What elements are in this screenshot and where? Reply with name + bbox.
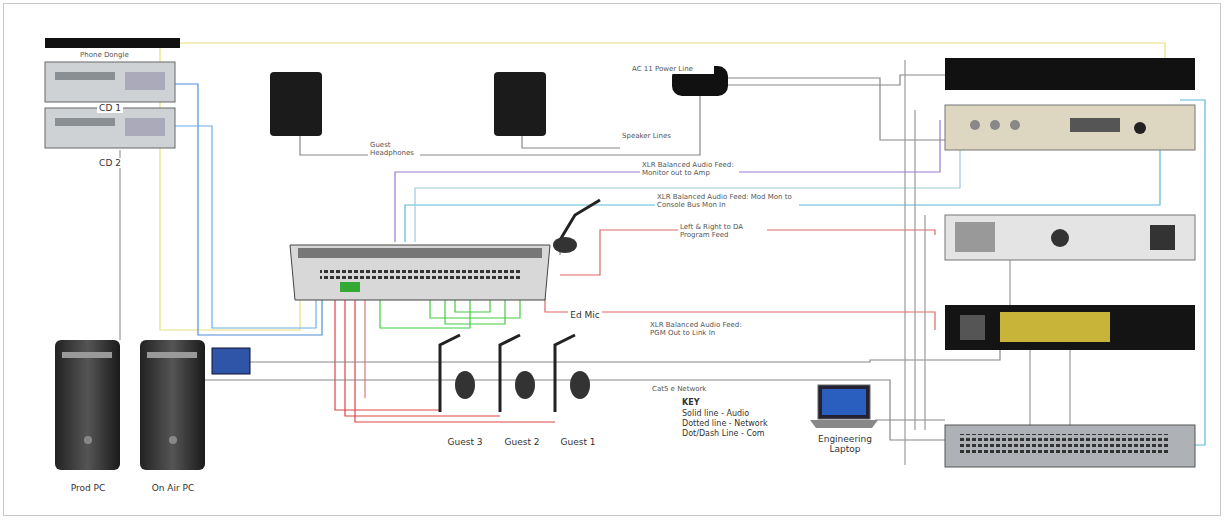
device-name: Guest 1	[558, 437, 597, 447]
annotation: Cat5 e Network	[650, 384, 714, 394]
device-label-node: CD 1	[97, 96, 123, 115]
device-name: CD 1	[97, 103, 123, 113]
key-text: Dot/Dash Line - Com	[680, 429, 767, 439]
annotation: XLR Balanced Audio Feed: PGM Out to Link…	[648, 320, 752, 338]
device-name: On Air PC	[150, 483, 197, 493]
annotation: Guest Headphones	[368, 140, 420, 158]
device-label-node: Guest 2	[502, 430, 541, 449]
device-label-node: Engineering Laptop	[812, 434, 878, 456]
device-name: Guest 3	[445, 437, 484, 447]
device-name: Ed Mic	[568, 310, 601, 320]
device-label-node: Guest 1	[558, 430, 597, 449]
device-name: Prod PC	[69, 483, 108, 493]
key-text: Solid line - Audio	[680, 409, 751, 419]
device-label-node: On Air PC	[150, 476, 197, 495]
device-label-node: Prod PC	[69, 476, 108, 495]
key-text: Dotted line - Network	[680, 419, 770, 429]
annotation: AC 11 Power Line	[630, 64, 714, 74]
key-text: KEY	[680, 398, 701, 408]
device-name: Guest 2	[502, 437, 541, 447]
annotation: Speaker Lines	[620, 131, 684, 141]
annotation: Phone Dongle	[78, 50, 131, 60]
annotation: XLR Balanced Audio Feed: Mod Mon to Cons…	[655, 192, 799, 210]
annotation: XLR Balanced Audio Feed: Monitor out to …	[640, 160, 739, 178]
device-name: CD 2	[97, 158, 123, 168]
device-label-node: Guest 3	[445, 430, 484, 449]
device-label-node: Ed Mic	[568, 303, 601, 322]
device-name: Engineering Laptop	[812, 434, 878, 454]
annotation: Left & Right to DA Program Feed	[678, 222, 767, 240]
device-label-node: CD 2	[97, 151, 123, 170]
